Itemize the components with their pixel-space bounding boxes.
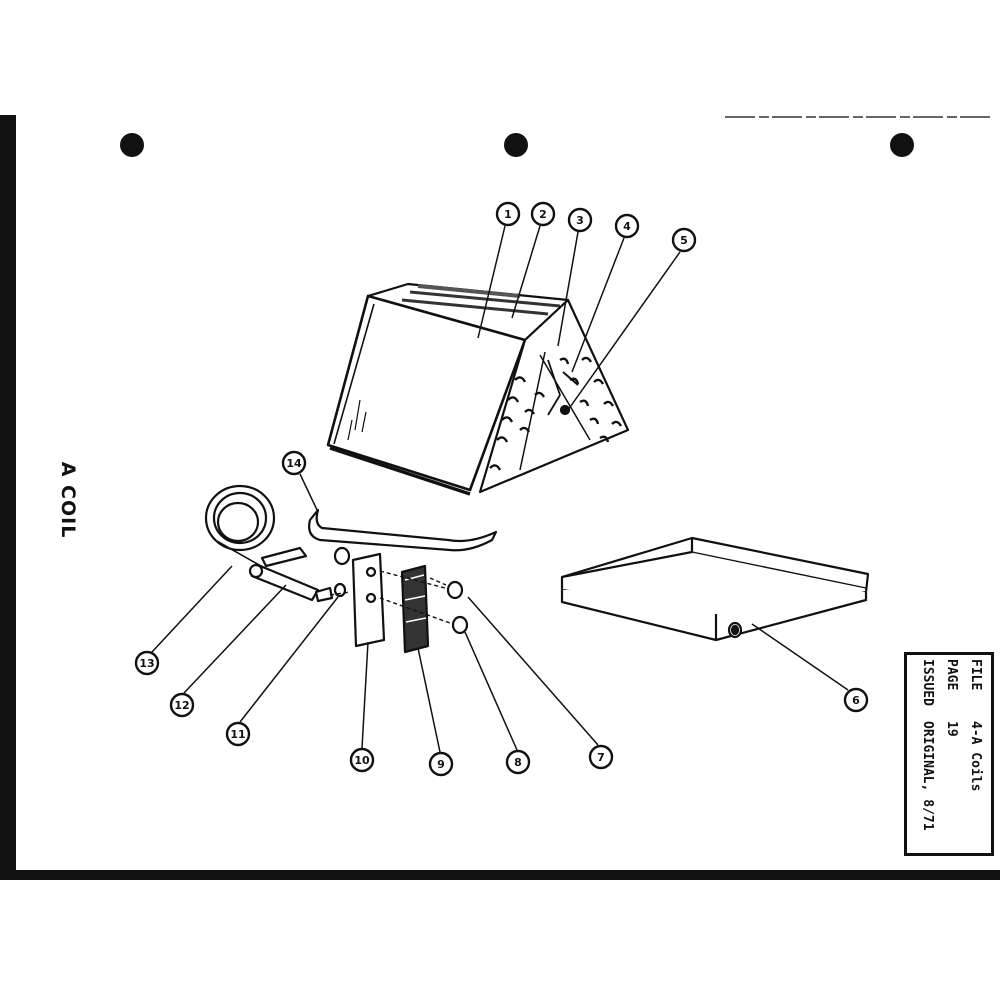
scan-bottom-edge <box>16 870 1000 880</box>
page-label: PAGE <box>944 659 959 691</box>
issued-value: ORIGINAL, 8/71 <box>920 721 935 831</box>
scan-left-edge <box>0 115 16 880</box>
page-value: 19 <box>944 721 959 737</box>
callout-12: 12 <box>169 692 195 718</box>
file-label: FILE <box>968 659 983 691</box>
callout-10: 10 <box>349 747 375 773</box>
callout-11: 11 <box>225 721 251 747</box>
svg-text:12: 12 <box>174 699 189 712</box>
svg-text:13: 13 <box>139 657 154 670</box>
drain-pan <box>560 536 870 642</box>
callout-14: 14 <box>281 450 307 476</box>
svg-text:8: 8 <box>514 756 522 769</box>
svg-text:10: 10 <box>354 754 370 767</box>
leader-lines <box>151 225 849 753</box>
svg-text:5: 5 <box>680 234 688 247</box>
callouts: 1 2 3 4 5 6 7 8 9 10 11 12 13 14 <box>134 201 869 777</box>
svg-text:7: 7 <box>597 751 605 764</box>
callout-6: 6 <box>843 687 869 713</box>
diagram-title: A COIL <box>57 461 79 539</box>
svg-text:6: 6 <box>852 694 860 707</box>
svg-text:9: 9 <box>437 758 445 771</box>
callout-1: 1 <box>495 201 521 227</box>
callout-3: 3 <box>567 207 593 233</box>
file-value: 4-A Coils <box>968 721 983 792</box>
svg-text:1: 1 <box>504 208 512 221</box>
svg-text:4: 4 <box>623 220 631 233</box>
binder-hole-right <box>890 133 914 157</box>
file-info-content: FILE 4-A Coils PAGE 19 ISSUED ORIGINAL, 8/7… <box>911 659 987 849</box>
callout-8: 8 <box>505 749 531 775</box>
file-row: FILE 4-A Coils <box>963 659 987 849</box>
callout-13: 13 <box>134 650 160 676</box>
callout-7: 7 <box>588 744 614 770</box>
svg-text:14: 14 <box>286 457 302 470</box>
page-row: PAGE 19 <box>939 659 963 849</box>
callout-2: 2 <box>530 201 556 227</box>
issued-label: ISSUED <box>920 659 935 706</box>
callout-9: 9 <box>428 751 454 777</box>
binder-hole-middle <box>504 133 528 157</box>
svg-text:3: 3 <box>576 214 584 227</box>
svg-text:11: 11 <box>230 728 245 741</box>
callout-5: 5 <box>671 227 697 253</box>
refrigerant-tubing <box>204 484 498 654</box>
svg-text:2: 2 <box>539 208 547 221</box>
callout-4: 4 <box>614 213 640 239</box>
file-info-box: FILE 4-A Coils PAGE 19 ISSUED ORIGINAL, 8/7… <box>904 652 994 856</box>
binder-hole-left <box>120 133 144 157</box>
issued-row: ISSUED ORIGINAL, 8/71 <box>915 659 939 849</box>
